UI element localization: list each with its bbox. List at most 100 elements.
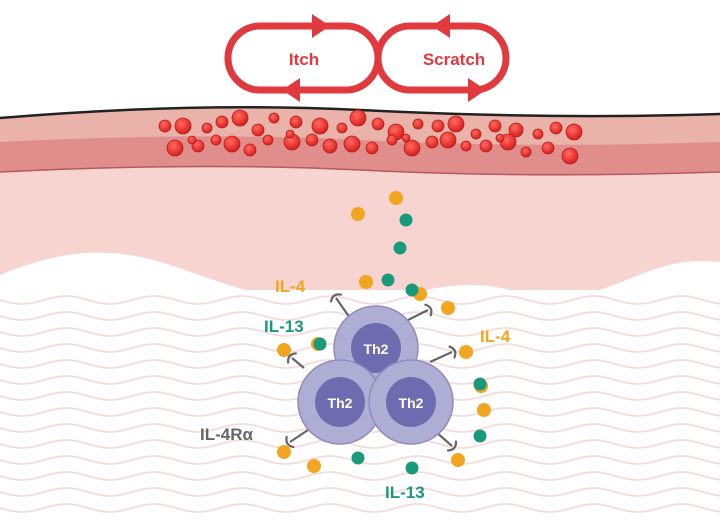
- il13-cytokine: [399, 213, 413, 227]
- receptor-cup: [285, 435, 295, 449]
- scratch-label: Scratch: [423, 50, 485, 69]
- blister: [561, 147, 579, 165]
- blister: [447, 115, 465, 133]
- th2-cell: Th2: [297, 359, 383, 445]
- blister: [289, 115, 303, 129]
- blister: [520, 146, 532, 158]
- th2-label: Th2: [364, 341, 389, 357]
- blister: [425, 135, 439, 149]
- blister: [243, 143, 257, 157]
- scratch-loop: [374, 22, 474, 94]
- blister: [349, 109, 367, 127]
- il4-cytokine: [441, 301, 455, 315]
- inflamed-blisters: [158, 109, 583, 165]
- blister: [541, 141, 555, 155]
- blister: [508, 122, 524, 138]
- blister: [268, 112, 280, 124]
- blister: [201, 122, 213, 134]
- il4-cytokine: [277, 445, 291, 459]
- receptor: [287, 352, 305, 369]
- arrowhead-icon: [468, 78, 486, 102]
- il13-label: IL-13: [264, 317, 304, 336]
- arrowhead-icon: [432, 14, 450, 38]
- il13-cytokine: [313, 337, 327, 351]
- il4-cytokine: [451, 453, 465, 467]
- il4-cytokine: [307, 459, 321, 473]
- blister: [549, 121, 563, 135]
- il4-cytokine: [277, 343, 291, 357]
- receptor-stem: [289, 429, 309, 443]
- il4-cytokine: [351, 207, 365, 221]
- il4-label: IL-4: [275, 277, 306, 296]
- blister: [412, 118, 424, 130]
- blister: [231, 109, 249, 127]
- il4-cytokine: [359, 275, 373, 289]
- il13-cytokine: [405, 461, 419, 475]
- cytokine-particles: [277, 191, 491, 475]
- blister: [305, 133, 319, 147]
- blister: [488, 119, 502, 133]
- blister: [158, 119, 172, 133]
- il13-cytokine: [473, 429, 487, 443]
- blister: [215, 115, 229, 129]
- itch-label: Itch: [289, 50, 319, 69]
- il4-cytokine: [477, 403, 491, 417]
- tissue-wave: [0, 439, 720, 449]
- receptor: [329, 293, 351, 319]
- tissue-wave: [0, 503, 720, 513]
- blister: [371, 117, 385, 131]
- blister: [431, 119, 445, 133]
- th2-cell-cluster: Th2 Th2 Th2: [297, 305, 454, 445]
- blister: [532, 128, 544, 140]
- blister: [166, 139, 184, 157]
- scratch-loop-right: [436, 22, 510, 94]
- blister: [322, 138, 338, 154]
- il13-cytokine: [405, 283, 419, 297]
- blister: [336, 122, 348, 134]
- receptor-stem: [291, 357, 305, 369]
- receptor-label: IL-4Rα: [200, 425, 254, 444]
- receptor-cup: [448, 345, 457, 359]
- blister: [479, 139, 493, 153]
- dermis-boundary-line: [0, 165, 720, 176]
- blister: [401, 133, 411, 143]
- receptor-stem: [335, 297, 351, 319]
- itch-scratch-cycle: Itch Scratch: [224, 14, 510, 102]
- blister: [386, 134, 398, 146]
- blister: [439, 131, 457, 149]
- il13-cytokine: [381, 273, 395, 287]
- tissue-wave: [0, 471, 720, 481]
- receptor-stem: [429, 350, 453, 364]
- il13-cytokine: [393, 241, 407, 255]
- il13-label: IL-13: [385, 483, 425, 502]
- receptor: [429, 345, 457, 364]
- il13-cytokine: [351, 451, 365, 465]
- il4-label: IL-4: [480, 327, 511, 346]
- il13-cytokine: [473, 377, 487, 391]
- blister: [460, 140, 472, 152]
- blister: [251, 123, 265, 137]
- blister: [174, 117, 192, 135]
- blister: [285, 129, 295, 139]
- arrowhead-icon: [282, 78, 300, 102]
- receptor-cup: [446, 440, 458, 452]
- tissue-wave: [0, 487, 720, 497]
- blister: [470, 128, 482, 140]
- receptor: [407, 303, 433, 321]
- blister: [223, 135, 241, 153]
- itch-loop: [224, 22, 322, 94]
- blister: [565, 123, 583, 141]
- receptor-cup: [424, 303, 433, 317]
- arrowhead-icon: [312, 14, 330, 38]
- il4-cytokine: [389, 191, 403, 205]
- blister: [210, 134, 222, 146]
- blister: [187, 135, 197, 145]
- blister: [365, 141, 379, 155]
- blister: [262, 134, 274, 146]
- receptor: [285, 429, 309, 449]
- blister: [311, 117, 329, 135]
- il4r-alpha-receptors: [285, 293, 458, 452]
- tissue-wave: [0, 295, 720, 305]
